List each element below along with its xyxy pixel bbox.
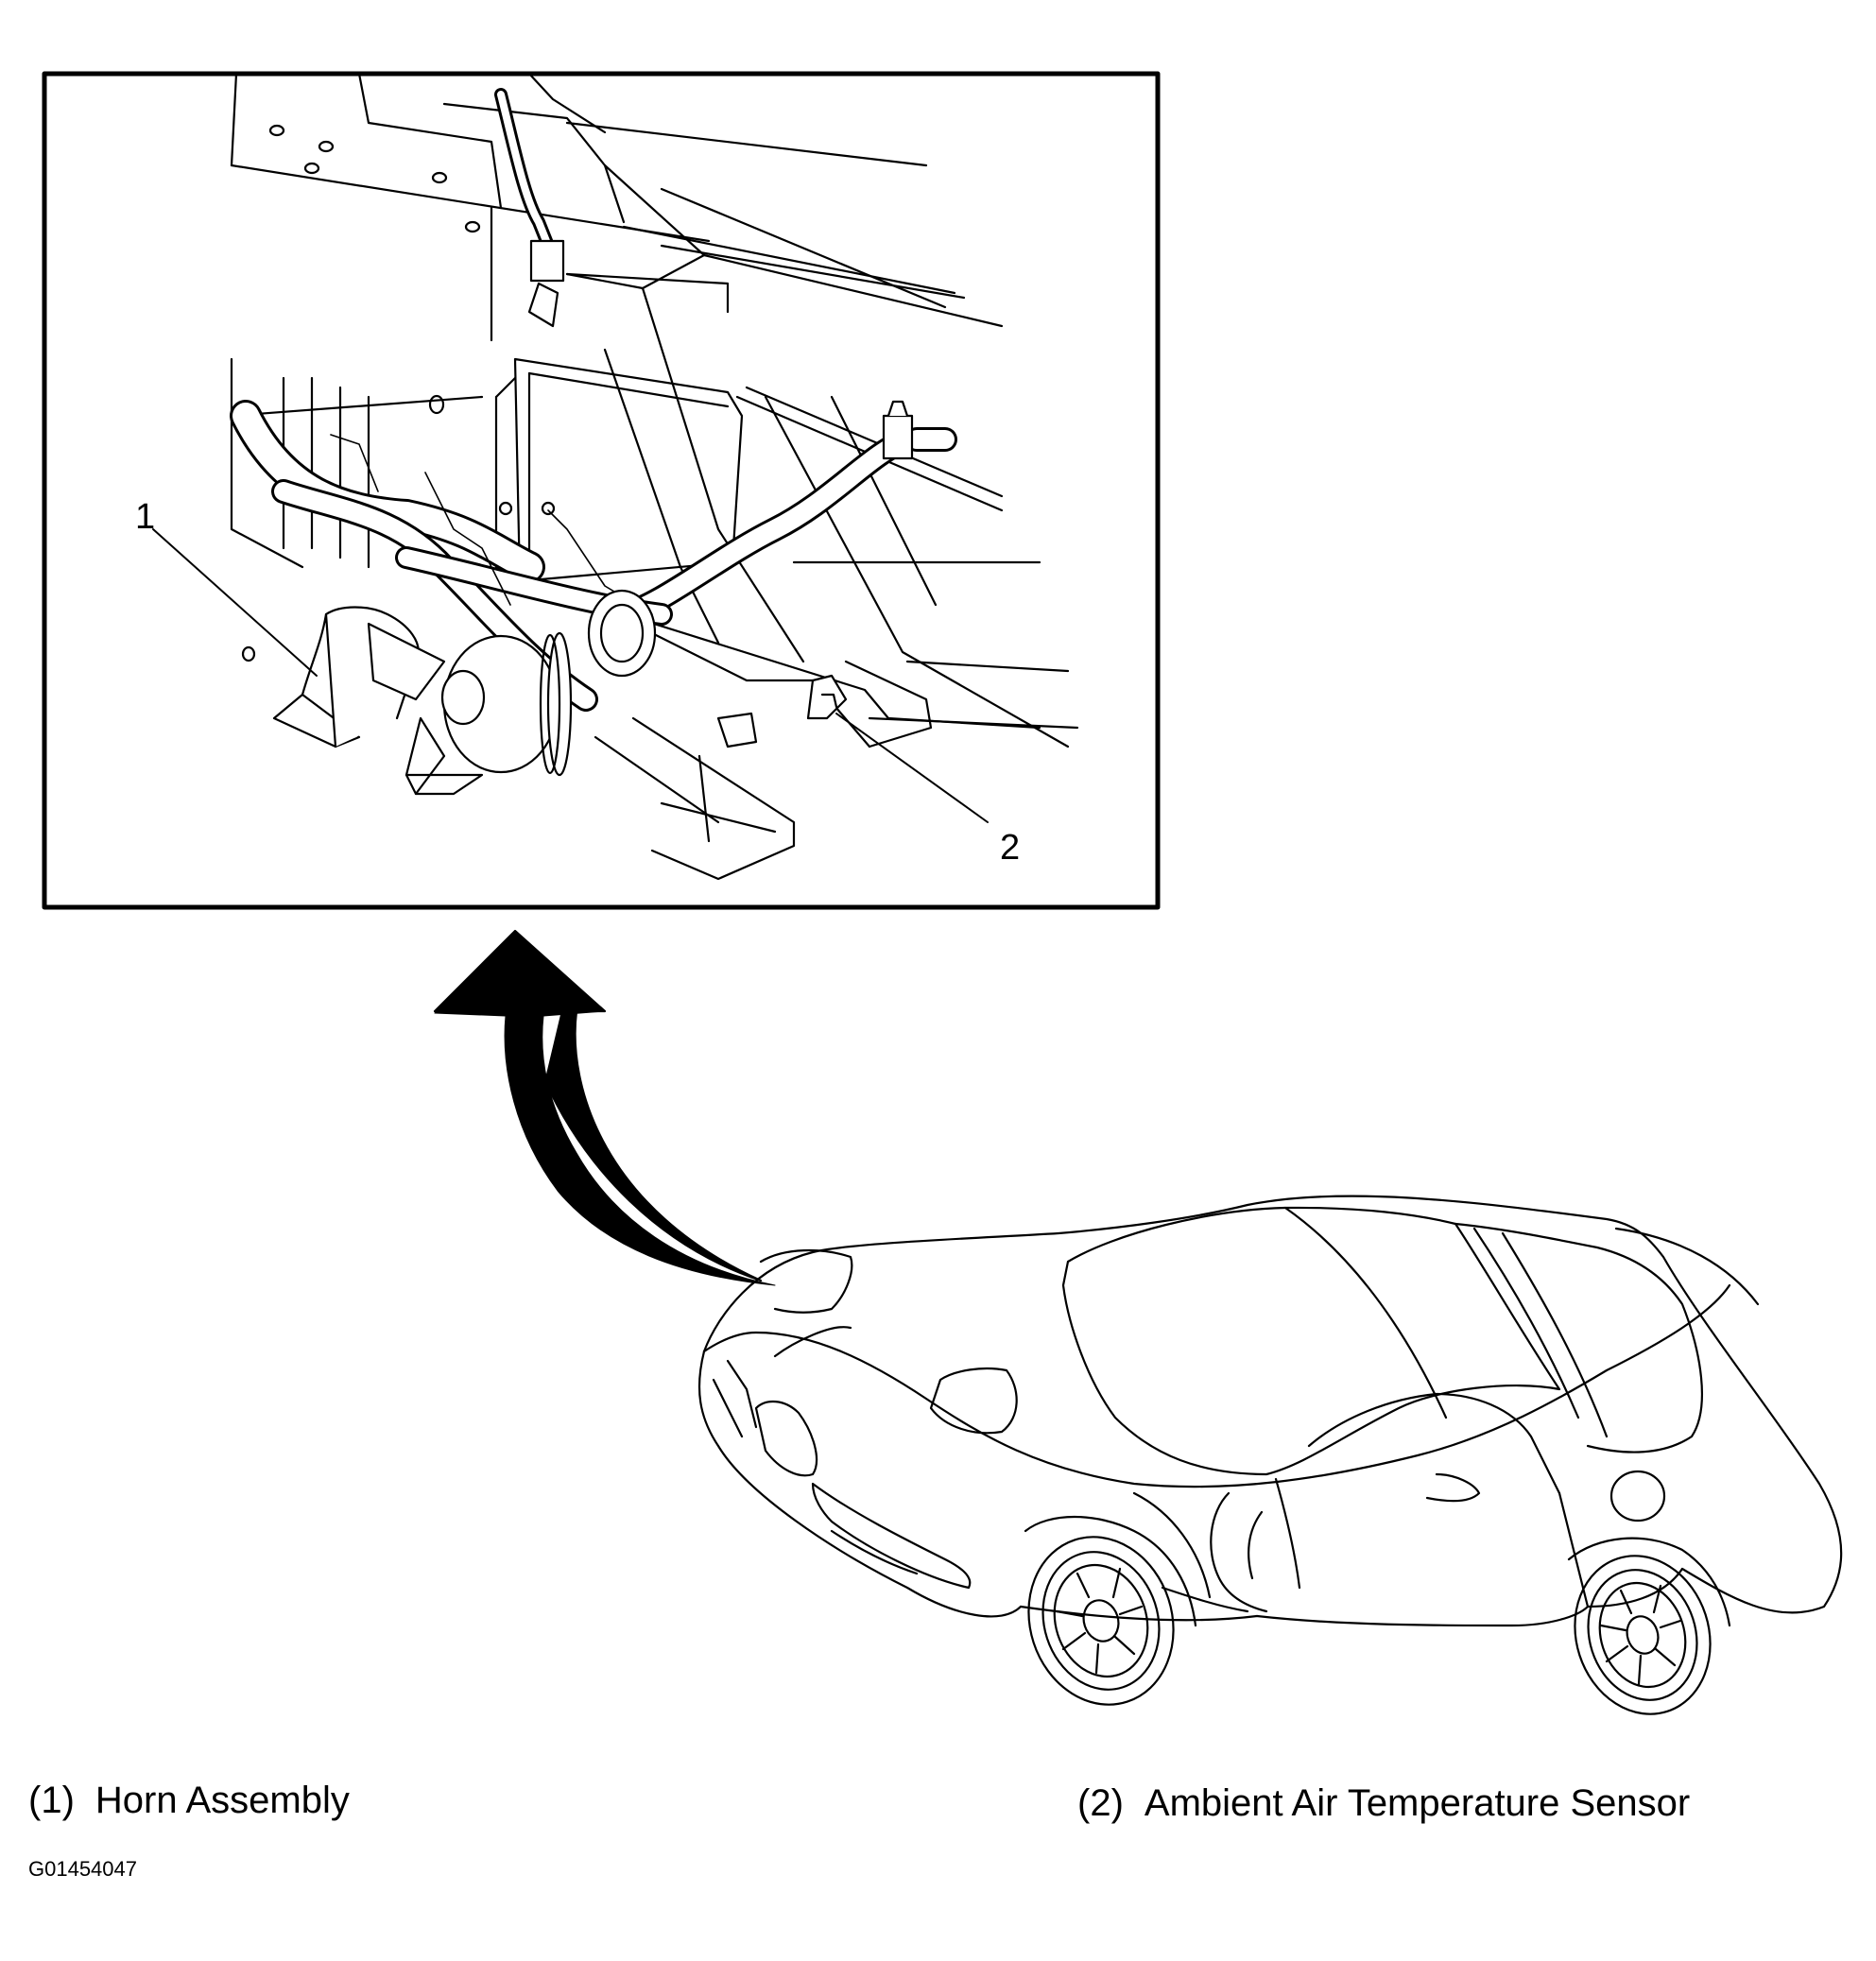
legend-item-ambient-air-temperature-sensor: (2) Ambient Air Temperature Sensor: [1077, 1784, 1690, 1822]
vehicle-illustration: [697, 1195, 1843, 1715]
callout-1-leader: [152, 528, 318, 677]
view-arrow-shape: [434, 930, 776, 1286]
legend-number: (2): [1077, 1782, 1124, 1824]
legend-item-horn-assembly: (1) Horn Assembly: [28, 1781, 350, 1819]
callout-1-label: 1: [135, 497, 156, 537]
callout-2-label: 2: [1000, 828, 1021, 868]
control-module-bracket: [494, 272, 744, 583]
ambient-air-temperature-sensor: [716, 674, 848, 748]
upper-wire-harness: [494, 88, 565, 328]
legend-number: (1): [28, 1780, 75, 1821]
horn-assembly: [272, 589, 657, 796]
detail-view: [42, 71, 1161, 910]
callout-2-leader: [835, 713, 989, 823]
legend-label: Horn Assembly: [95, 1780, 350, 1821]
body-structure: [230, 72, 1079, 881]
rear-wheel: [1574, 1555, 1712, 1715]
front-wheel: [1027, 1536, 1175, 1706]
panel-holes: [241, 124, 556, 662]
legend-label: Ambient Air Temperature Sensor: [1144, 1782, 1691, 1824]
figure-code: G01454047: [28, 1857, 137, 1881]
detail-view-frame: [42, 71, 1161, 910]
